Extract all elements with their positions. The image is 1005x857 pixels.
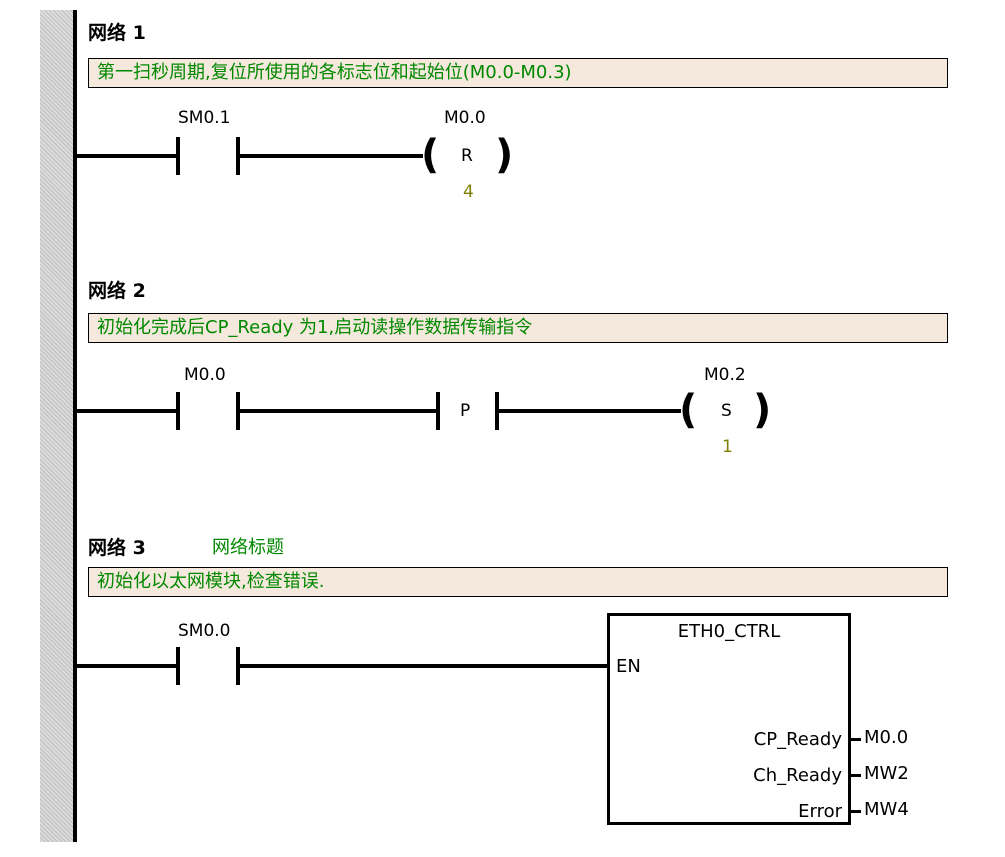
network-1-contact-right-bar	[236, 137, 240, 175]
output-parameter-ch-ready[interactable]: MW2	[864, 763, 909, 784]
network-3-subtitle[interactable]: 网络标题	[212, 537, 284, 558]
network-1-coil-op: R	[461, 146, 473, 166]
network-3-title[interactable]: 网络 3	[88, 537, 146, 559]
network-2-edge-left-bar	[436, 392, 440, 430]
network-3-wire-in	[77, 664, 176, 668]
network-3-contact-address[interactable]: SM0.0	[178, 621, 231, 641]
network-2-coil-op: S	[721, 401, 732, 421]
editor-left-gutter	[40, 10, 73, 842]
network-1-comment[interactable]: 第一扫秒周期,复位所使用的各标志位和起始位(M0.0-M0.3)	[88, 58, 948, 88]
function-block-output-pin: CP_Ready	[753, 729, 842, 750]
power-rail	[73, 10, 77, 842]
network-2-edge-label: P	[460, 401, 471, 421]
function-block-output-pin: Error	[798, 801, 842, 822]
network-3-contact-left-bar	[176, 647, 180, 685]
output-parameter-cp-ready[interactable]: M0.0	[864, 727, 909, 748]
network-1-contact-left-bar	[176, 137, 180, 175]
function-block-name: ETH0_CTRL	[677, 621, 781, 642]
network-1-contact-address[interactable]: SM0.1	[178, 108, 231, 128]
network-1-title[interactable]: 网络 1	[88, 22, 146, 44]
network-2-wire-mid	[240, 409, 436, 413]
network-2-edge-right-bar	[495, 392, 499, 430]
network-1-coil-address: M0.0	[444, 108, 486, 128]
function-block-output-pin: Ch_Ready	[753, 765, 842, 786]
network-1-coil-right-paren: )	[495, 132, 514, 178]
network-2-coil-right-paren: )	[753, 387, 772, 433]
output-connector-stub	[851, 774, 861, 777]
network-2-contact-right-bar	[236, 392, 240, 430]
network-1-coil-left-paren: (	[421, 132, 440, 178]
output-parameter-error[interactable]: MW4	[864, 799, 909, 820]
function-block-en-pin: EN	[616, 656, 641, 677]
network-2-comment[interactable]: 初始化完成后CP_Ready 为1,启动读操作数据传输指令	[88, 313, 948, 343]
network-2-coil-left-paren: (	[679, 387, 698, 433]
network-3-comment[interactable]: 初始化以太网模块,检查错误.	[88, 567, 948, 597]
network-3-contact-right-bar	[236, 647, 240, 685]
output-connector-stub	[851, 810, 861, 813]
network-1-coil-count: 4	[463, 182, 474, 202]
output-connector-stub	[851, 738, 861, 741]
network-2-coil-count: 1	[722, 437, 733, 457]
network-3-wire-out	[240, 664, 607, 668]
network-1-wire-in	[77, 154, 176, 158]
network-2-coil-address: M0.2	[704, 365, 746, 385]
network-2-wire-out	[499, 409, 681, 413]
network-2-wire-in	[77, 409, 176, 413]
eth0-ctrl-function-block[interactable]: ETH0_CTRL EN CP_Ready Ch_Ready Error	[607, 613, 851, 825]
network-1-wire-out	[240, 154, 423, 158]
network-2-contact-address[interactable]: M0.0	[184, 365, 226, 385]
network-2-contact-left-bar	[176, 392, 180, 430]
network-2-title[interactable]: 网络 2	[88, 280, 146, 302]
